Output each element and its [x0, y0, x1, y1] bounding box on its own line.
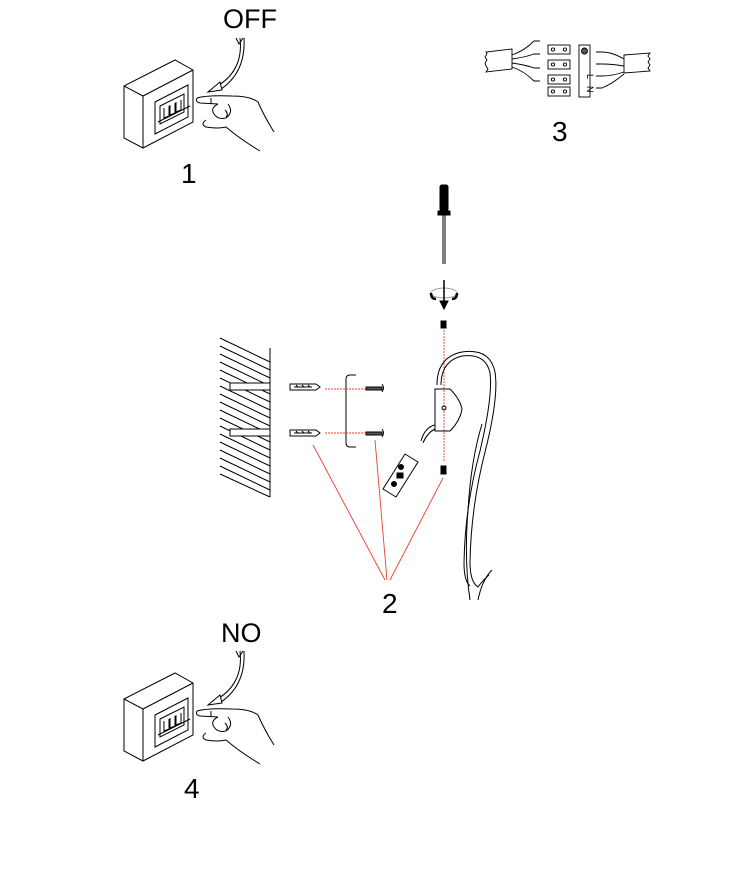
screw-top [440, 320, 447, 329]
lamp-body [420, 350, 497, 601]
arrow-icon [206, 650, 245, 706]
hand-icon [195, 95, 275, 152]
hand-icon [195, 708, 275, 765]
step-4-caption: NO [221, 618, 262, 648]
screw-bottom [440, 465, 447, 475]
step-1-switch-illustration [123, 37, 275, 152]
screws [365, 383, 384, 438]
step-3-wiring-illustration: L N [484, 40, 651, 98]
step-3-number: 3 [552, 116, 568, 147]
arrow-icon [206, 37, 245, 93]
switch-box [123, 59, 194, 149]
guide-lines [312, 330, 445, 581]
step-2-number: 2 [382, 588, 398, 619]
wall-plugs [289, 383, 321, 437]
step-2-mounting-illustration [219, 184, 497, 601]
right-cable [596, 51, 651, 89]
step-4-switch-illustration [123, 650, 275, 765]
mounting-bracket [345, 374, 356, 448]
wall [219, 337, 271, 498]
left-cable [484, 40, 540, 82]
rotation-arrow-icon [429, 280, 459, 311]
terminal-box [382, 453, 419, 498]
screwdriver-icon [437, 184, 451, 264]
switch-box [123, 672, 194, 762]
terminal-label-L: L [585, 74, 595, 79]
terminal-block-L-N: L N [578, 44, 595, 98]
step-1-caption: OFF [223, 4, 277, 34]
step-4-number: 4 [184, 773, 200, 804]
step-1-number: 1 [181, 158, 197, 189]
terminal-connectors-left [547, 44, 571, 97]
terminal-label-N: N [585, 86, 595, 93]
